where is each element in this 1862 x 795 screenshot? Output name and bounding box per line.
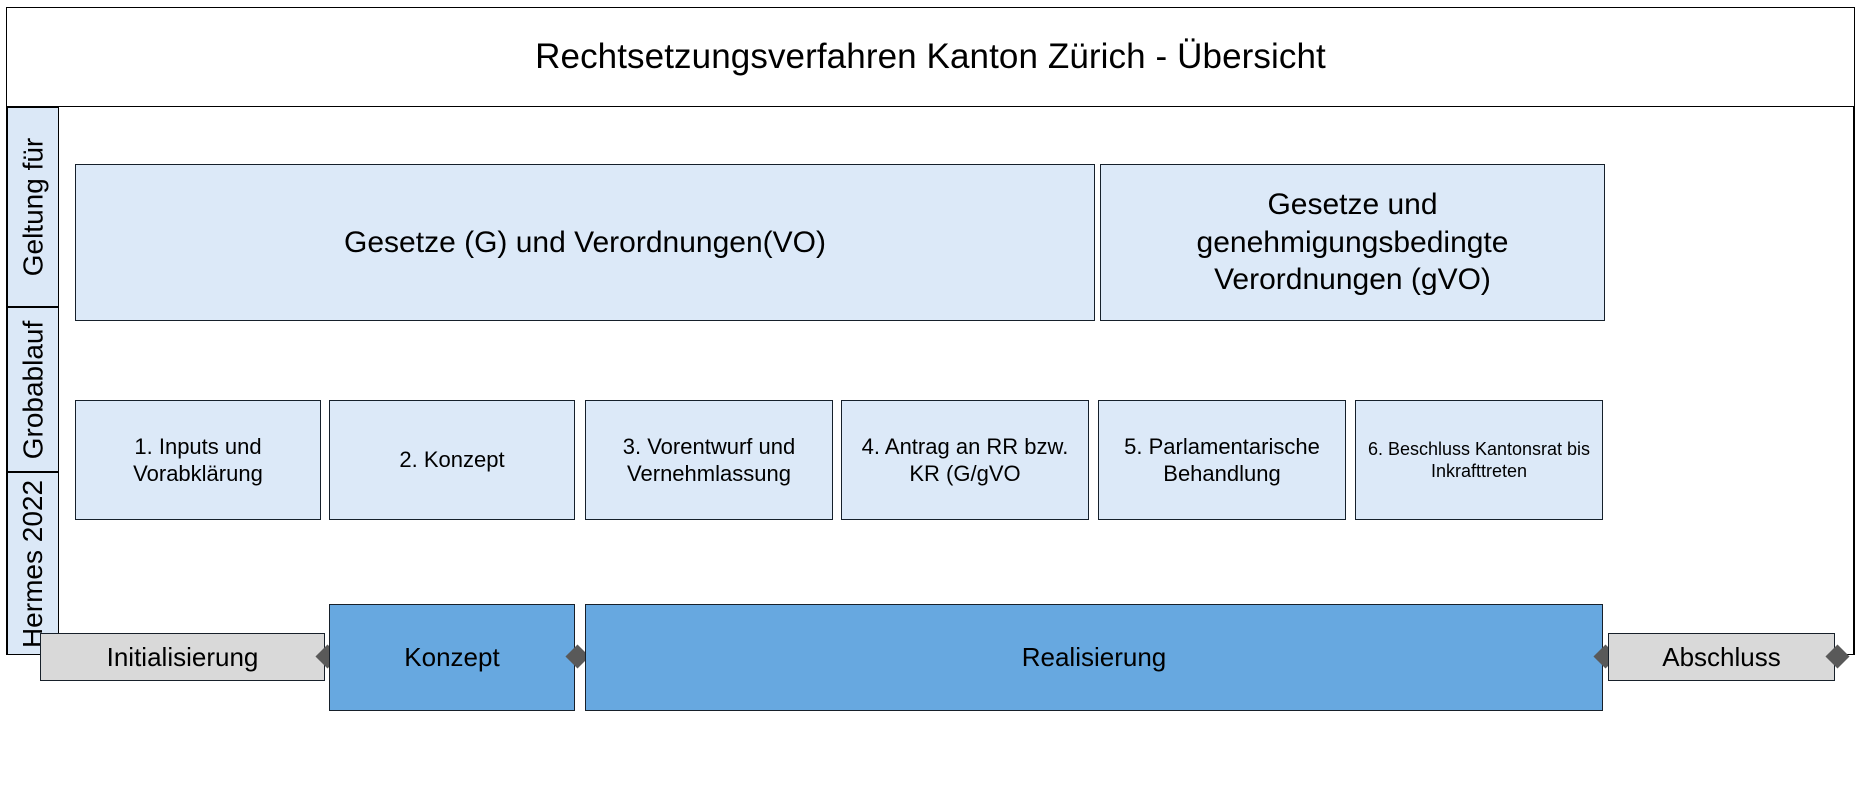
- hermes-phase-initialisierung[interactable]: Initialisierung: [40, 633, 325, 681]
- hermes-phase-label: Konzept: [404, 642, 500, 673]
- hermes-phase-label: Initialisierung: [106, 641, 259, 672]
- hermes-phase-abschluss[interactable]: Abschluss: [1608, 633, 1835, 681]
- category-label-text: Geltung für: [17, 137, 48, 277]
- process-step-label: 4. Antrag an RR bzw. KR (G/gVO: [861, 433, 1069, 487]
- process-step-4[interactable]: 4. Antrag an RR bzw. KR (G/gVO: [841, 400, 1089, 520]
- process-step-label: 3. Vorentwurf und Vernehmlassung: [622, 433, 796, 487]
- process-step-label: 5. Parlamentarische Behandlung: [1124, 433, 1320, 487]
- scope-box-gesetze-gvo[interactable]: Gesetze und genehmigungsbedingte Verordn…: [1100, 164, 1605, 321]
- process-step-label: 6. Beschluss Kantonsrat bis Inkrafttrete…: [1367, 438, 1591, 482]
- hermes-phase-label: Realisierung: [1021, 642, 1167, 673]
- process-step-label: 1. Inputs und Vorabklärung: [133, 433, 263, 487]
- category-label-text: Hermes 2022: [17, 479, 48, 648]
- hermes-phase-realisierung[interactable]: Realisierung: [585, 604, 1603, 711]
- scope-box-gesetze-verordnungen[interactable]: Gesetze (G) und Verordnungen(VO): [75, 164, 1095, 321]
- hermes-phase-label: Abschluss: [1662, 641, 1781, 672]
- process-step-5[interactable]: 5. Parlamentarische Behandlung: [1098, 400, 1346, 520]
- page-title: Rechtsetzungsverfahren Kanton Zürich - Ü…: [535, 36, 1326, 76]
- process-step-label: 2. Konzept: [399, 447, 505, 473]
- process-step-6[interactable]: 6. Beschluss Kantonsrat bis Inkrafttrete…: [1355, 400, 1603, 520]
- scope-box-label: Gesetze (G) und Verordnungen(VO): [344, 225, 826, 259]
- diagram-outer-frame: [6, 7, 1855, 655]
- scope-box-label: Gesetze und genehmigungsbedingte Verordn…: [1196, 188, 1509, 297]
- category-label-grobablauf: Grobablauf: [7, 307, 59, 472]
- category-label-geltung-fuer: Geltung für: [7, 107, 59, 307]
- category-label-text: Grobablauf: [17, 320, 49, 459]
- title-band: Rechtsetzungsverfahren Kanton Zürich - Ü…: [6, 7, 1855, 107]
- category-label-hermes-2022: Hermes 2022: [7, 472, 59, 655]
- process-step-3[interactable]: 3. Vorentwurf und Vernehmlassung: [585, 400, 833, 520]
- process-step-1[interactable]: 1. Inputs und Vorabklärung: [75, 400, 321, 520]
- frame-right-rule: [1853, 107, 1855, 655]
- hermes-phase-konzept[interactable]: Konzept: [329, 604, 575, 711]
- process-step-2[interactable]: 2. Konzept: [329, 400, 575, 520]
